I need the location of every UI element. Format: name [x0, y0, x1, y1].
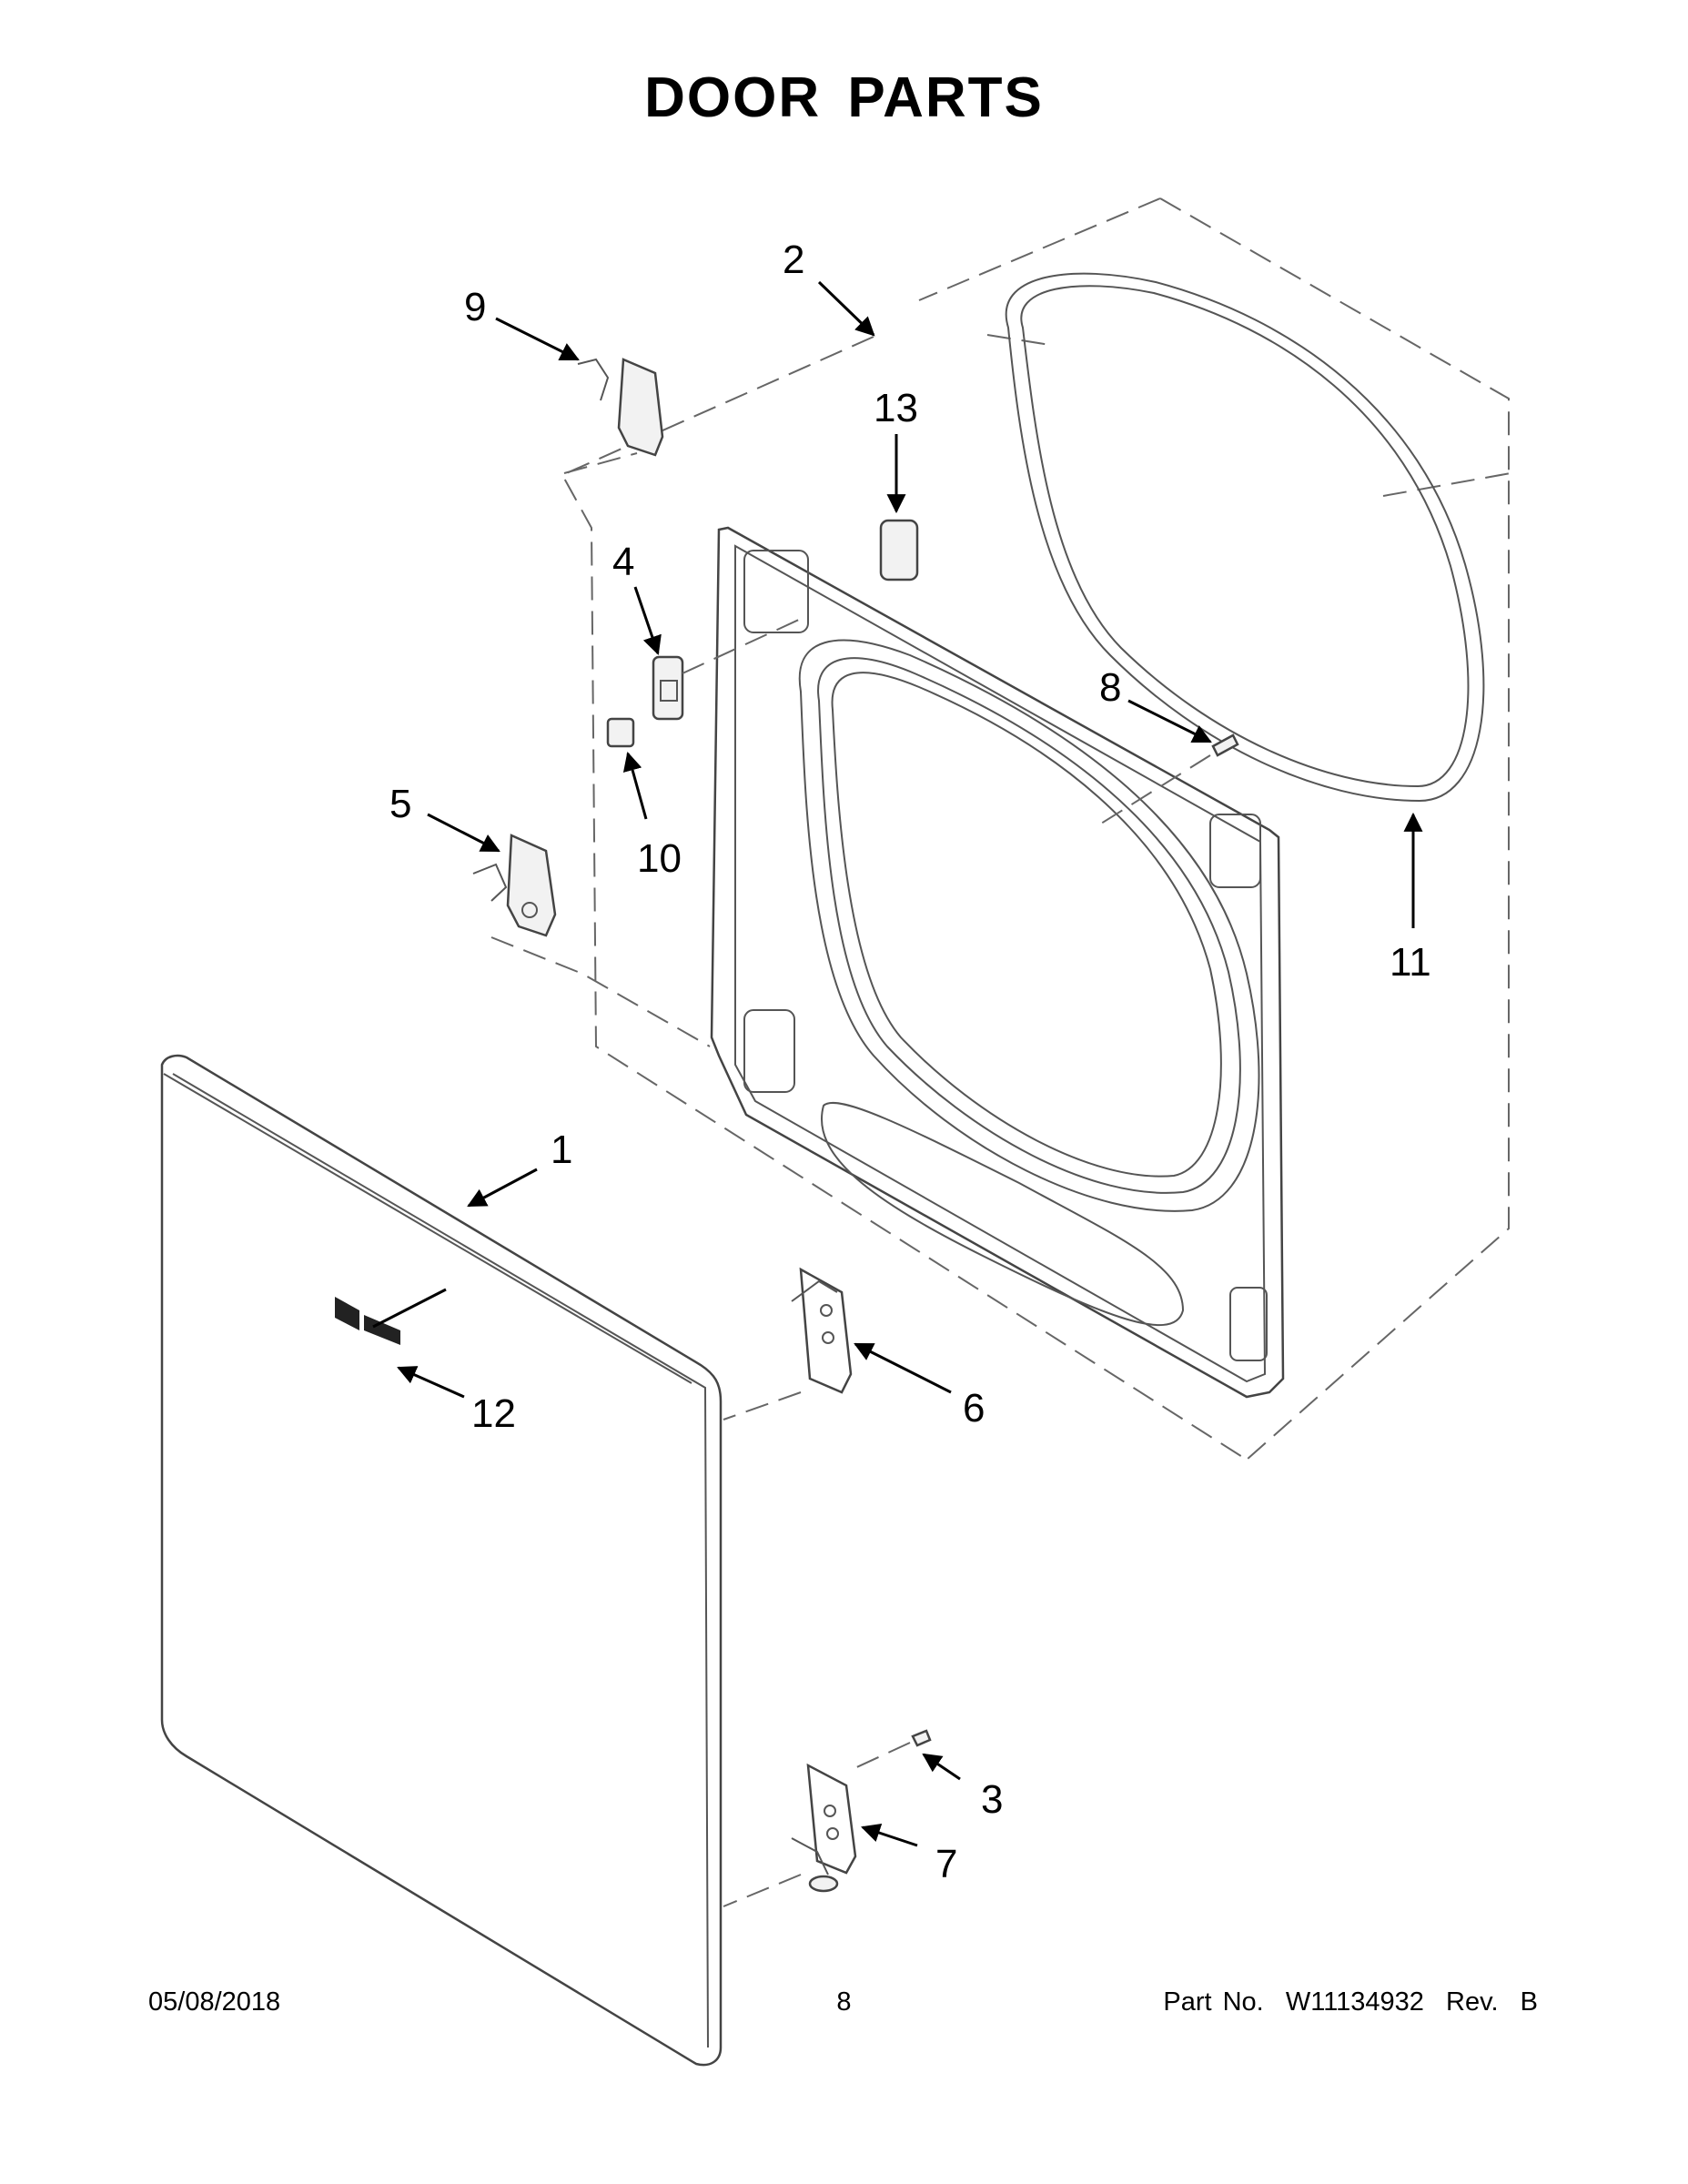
latch-part-10	[606, 717, 635, 748]
leader-lines	[372, 280, 1423, 1847]
outer-door-panel-part-1	[160, 1054, 723, 2067]
inner-door-panel-part-2	[710, 526, 1285, 1399]
callout-6: 6	[963, 1386, 985, 1431]
assembly-outline	[561, 197, 1511, 1461]
callout-11: 11	[1390, 940, 1431, 985]
page-title: DOOR PARTS	[644, 66, 1044, 129]
callout-12: 12	[471, 1391, 516, 1436]
callout-9: 9	[464, 285, 486, 329]
callout-labels: 1 2 3 4 5 6 7 8 9 10 11 12 13	[389, 238, 1431, 1886]
screw-part-8	[1100, 733, 1239, 824]
callout-13: 13	[874, 386, 918, 430]
door-gasket-part-11	[1005, 272, 1485, 803]
callout-8: 8	[1099, 665, 1121, 710]
logo-badge-part-12	[335, 1297, 400, 1345]
callout-4: 4	[612, 540, 634, 584]
upper-hinge-part-6	[723, 1267, 853, 1421]
lower-hinge-part-7	[723, 1742, 911, 1907]
footer-page-number: 8	[836, 1987, 852, 2017]
footer-part-number: Part No. W11134932 Rev. B	[1163, 1987, 1538, 2017]
callout-7: 7	[935, 1842, 957, 1886]
catch-cover-part-13	[879, 519, 919, 581]
catch-plate-part-5	[472, 834, 711, 1047]
strike-plate-part-9	[563, 358, 664, 474]
callout-3: 3	[981, 1777, 1003, 1822]
callout-10: 10	[637, 836, 682, 881]
latch-cover-part-4	[652, 618, 802, 721]
screw-part-3	[911, 1729, 932, 1747]
callout-5: 5	[389, 782, 411, 826]
callout-1: 1	[551, 1127, 572, 1172]
footer-date: 05/08/2018	[148, 1987, 281, 2017]
callout-2: 2	[783, 238, 804, 282]
